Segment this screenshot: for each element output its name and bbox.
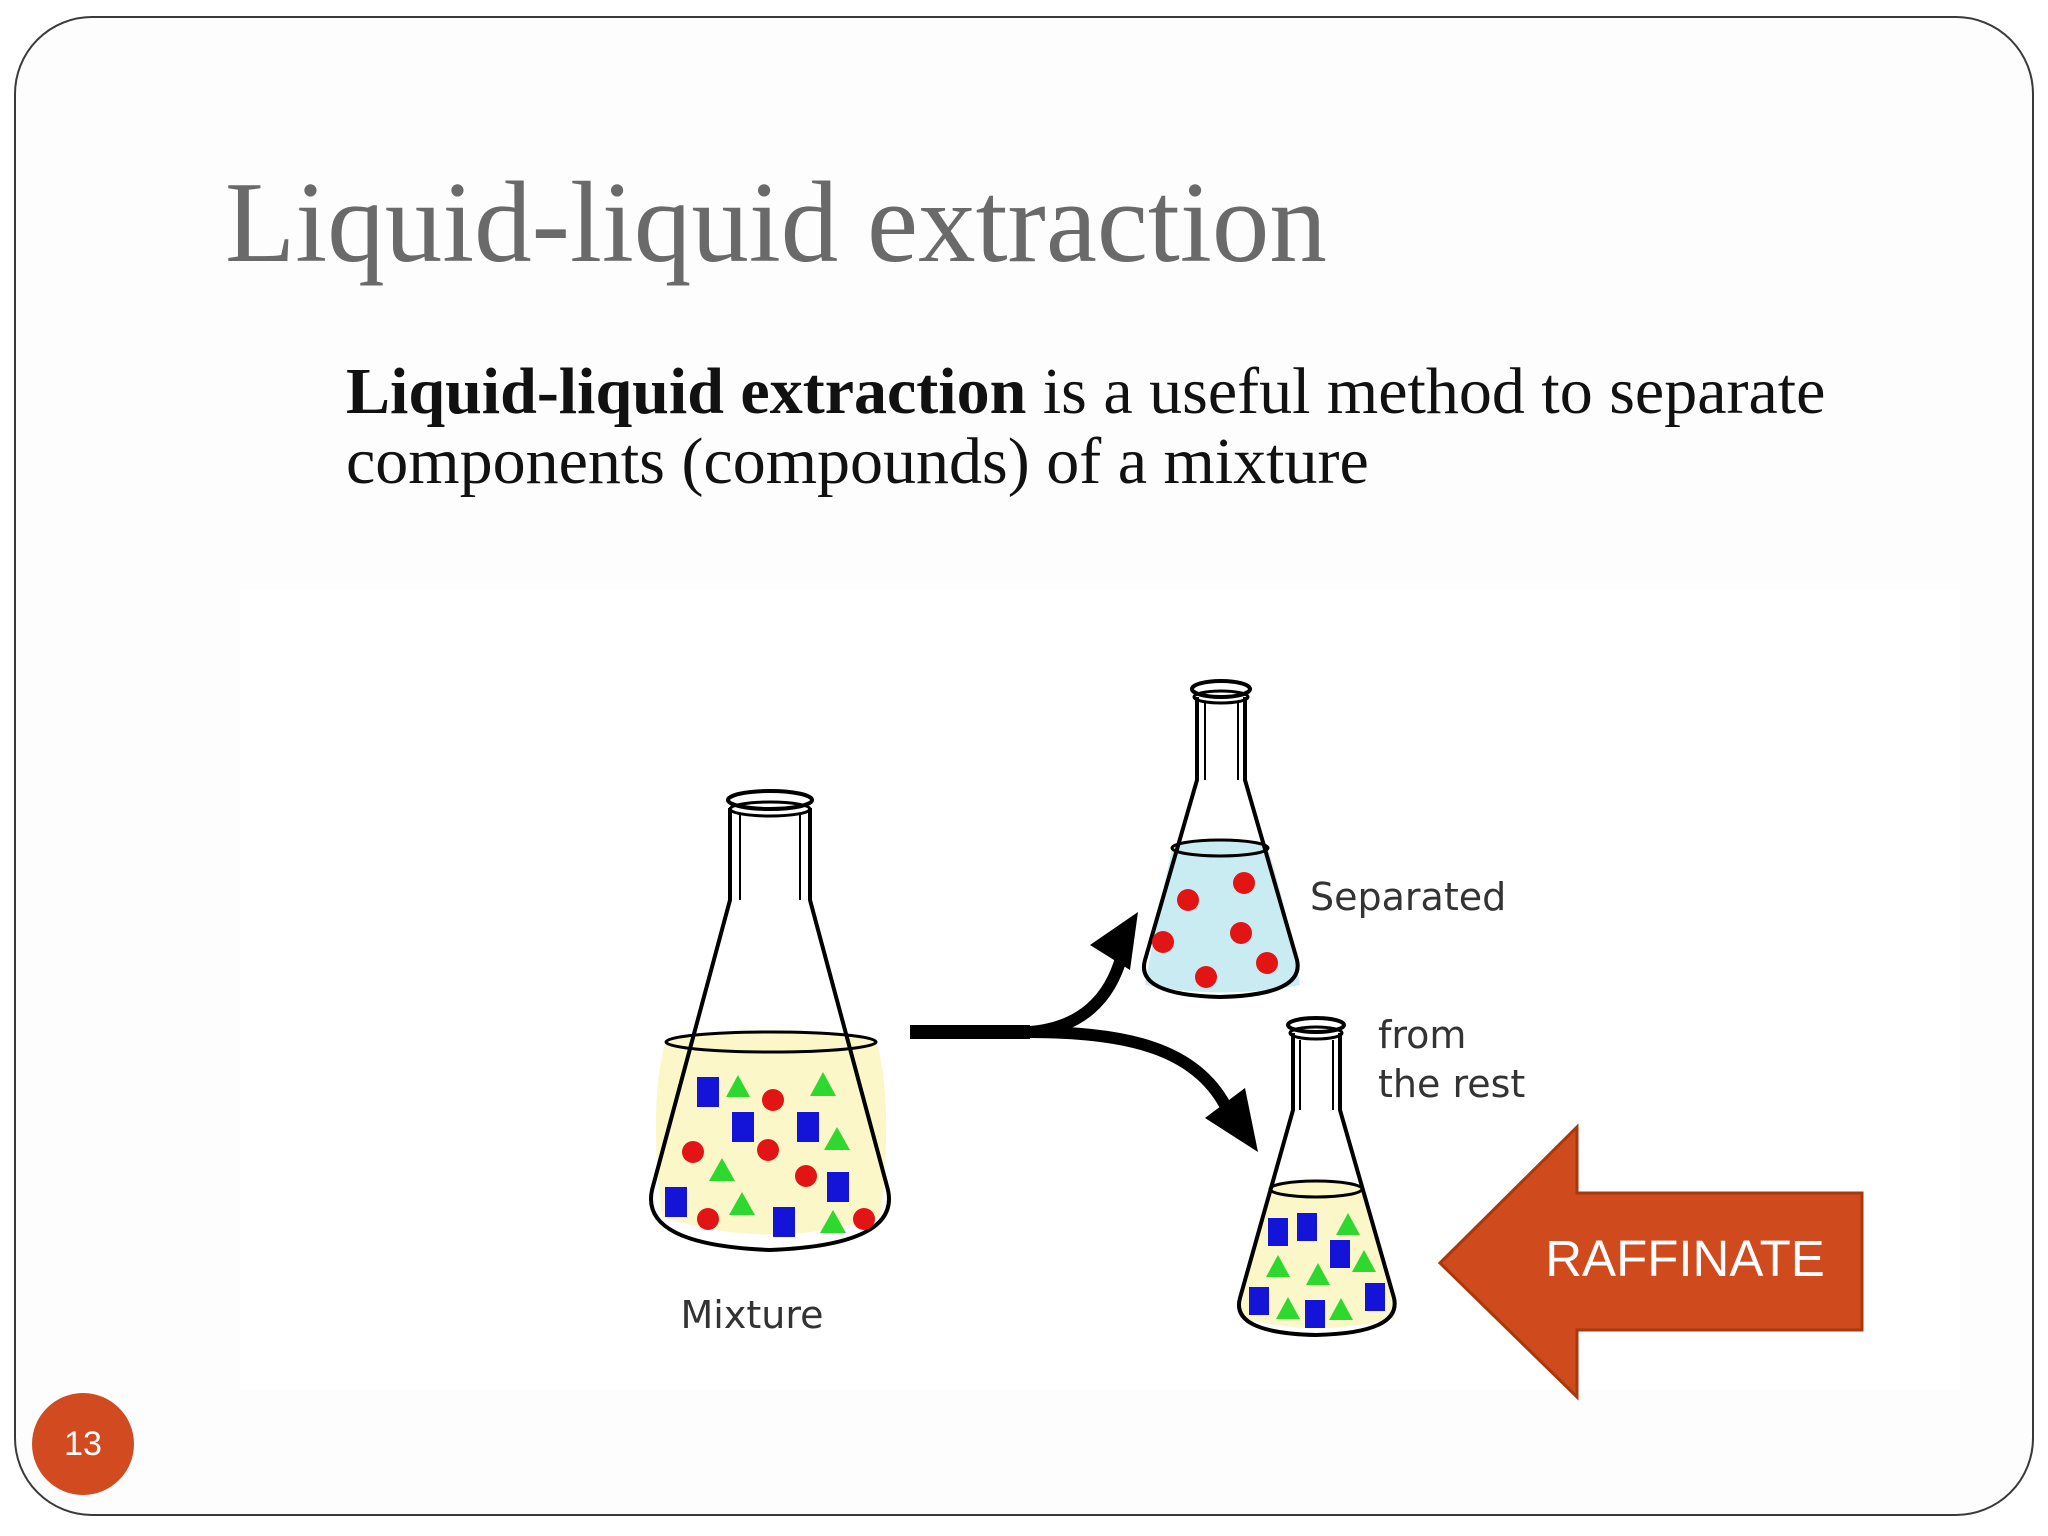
particle-square xyxy=(1268,1218,1288,1246)
particle-square xyxy=(827,1172,849,1202)
particle-circle xyxy=(1152,931,1174,953)
particle-circle xyxy=(853,1208,875,1230)
particle-circle xyxy=(1195,966,1217,988)
particle-square xyxy=(1297,1213,1317,1241)
mixture-liquid-surface xyxy=(664,1030,878,1054)
particle-triangle xyxy=(726,1075,750,1097)
slide-title: Liquid-liquid extraction xyxy=(225,159,1327,286)
particle-triangle xyxy=(1352,1250,1376,1272)
particle-square xyxy=(665,1187,687,1217)
particle-circle xyxy=(762,1089,784,1111)
body-bold-term: Liquid-liquid extraction xyxy=(346,355,1027,428)
arrow-to-rest xyxy=(1029,1026,1231,1108)
rest-liquid-surface xyxy=(1268,1179,1364,1199)
separated-particles xyxy=(1152,872,1278,988)
particle-triangle xyxy=(824,1127,850,1150)
arrowhead-up xyxy=(1090,912,1138,970)
page-number-badge: 13 xyxy=(32,1393,134,1495)
separated-flask-rim xyxy=(1190,679,1252,699)
particle-circle xyxy=(1256,952,1278,974)
mixture-flask-rim xyxy=(726,789,814,811)
rest-flask-neck-shading xyxy=(1299,1040,1334,1110)
separated-flask-neck-shading xyxy=(1204,703,1239,780)
the-rest-label: the rest xyxy=(1378,1062,1525,1106)
particle-square xyxy=(697,1077,719,1107)
particle-triangle xyxy=(820,1210,846,1233)
raffinate-callout: RAFFINATE xyxy=(1437,1123,1864,1401)
from-label: from xyxy=(1378,1013,1466,1057)
raffinate-label: RAFFINATE xyxy=(1545,1230,1825,1287)
particle-square xyxy=(797,1112,819,1142)
rest-flask-outline xyxy=(1236,1033,1397,1338)
split-arrow xyxy=(910,912,1258,1152)
particle-square xyxy=(1249,1287,1269,1315)
raffinate-arrow-shape xyxy=(1437,1123,1864,1401)
separated-liquid-surface xyxy=(1170,838,1270,858)
particle-triangle xyxy=(1329,1298,1353,1320)
particle-triangle xyxy=(810,1072,836,1096)
particle-square xyxy=(732,1112,754,1142)
slide-body-text: Liquid-liquid extraction is a useful met… xyxy=(346,357,1986,497)
separated-label: Separated xyxy=(1310,875,1506,919)
particle-triangle xyxy=(1306,1263,1330,1285)
particle-triangle xyxy=(1276,1297,1300,1319)
particle-triangle xyxy=(709,1158,735,1181)
mixture-flask-outline xyxy=(649,808,891,1253)
mixture-flask-neck-shading xyxy=(739,815,801,900)
particle-triangle xyxy=(1266,1255,1290,1277)
separated-flask-outline xyxy=(1141,697,1300,1000)
particle-circle xyxy=(697,1208,719,1230)
particle-square xyxy=(1330,1240,1350,1268)
particle-circle xyxy=(682,1141,704,1163)
body-description: is a useful method to separate component… xyxy=(346,355,1826,498)
particle-circle xyxy=(1177,889,1199,911)
particle-circle xyxy=(795,1165,817,1187)
particle-circle xyxy=(757,1139,779,1161)
arrowhead-down xyxy=(1205,1088,1258,1152)
mixture-label: Mixture xyxy=(681,1293,824,1337)
particle-triangle xyxy=(729,1192,755,1215)
particle-square xyxy=(1365,1283,1385,1311)
mixture-liquid xyxy=(655,1040,887,1235)
particle-square xyxy=(1305,1300,1325,1328)
particle-circle xyxy=(1230,922,1252,944)
particle-triangle xyxy=(1336,1213,1360,1235)
rest-particles xyxy=(1249,1213,1385,1328)
particle-circle xyxy=(1233,872,1255,894)
mixture-particles xyxy=(665,1072,875,1237)
particle-square xyxy=(773,1207,795,1237)
